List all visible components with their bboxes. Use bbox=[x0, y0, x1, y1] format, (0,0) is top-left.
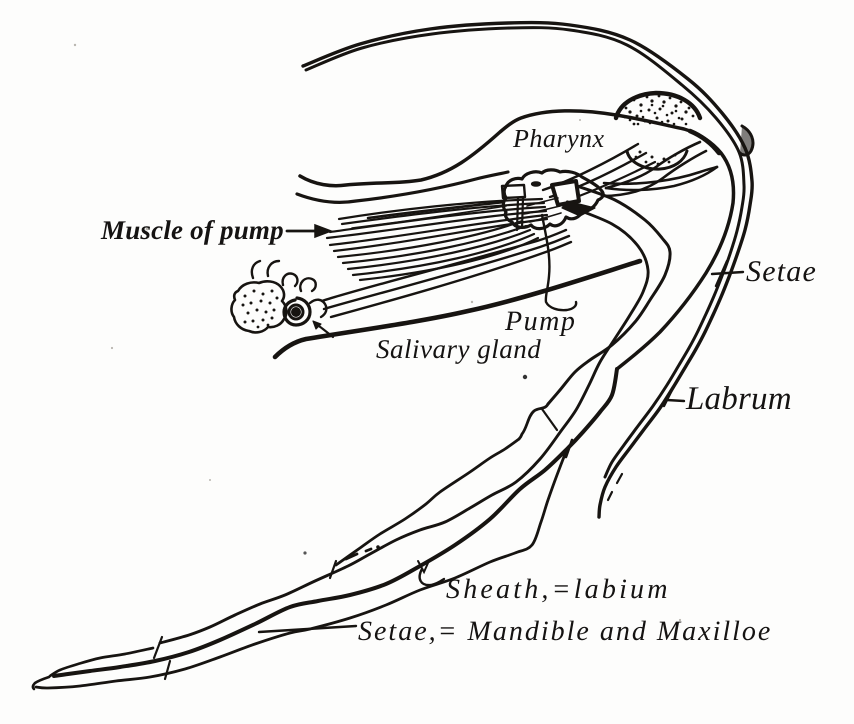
svg-text:Sheath,=labium: Sheath,=labium bbox=[446, 574, 671, 605]
svg-text:Pump: Pump bbox=[504, 306, 576, 337]
svg-text:Labrum: Labrum bbox=[685, 381, 792, 417]
svg-text:Pharynx: Pharynx bbox=[512, 124, 605, 153]
svg-text:Muscle of pump: Muscle of pump bbox=[100, 215, 284, 245]
svg-text:Setae,= Mandible and Maxilloe: Setae,= Mandible and Maxilloe bbox=[358, 616, 772, 647]
svg-text:Setae: Setae bbox=[746, 255, 817, 288]
svg-text:Salivary gland: Salivary gland bbox=[376, 334, 541, 364]
